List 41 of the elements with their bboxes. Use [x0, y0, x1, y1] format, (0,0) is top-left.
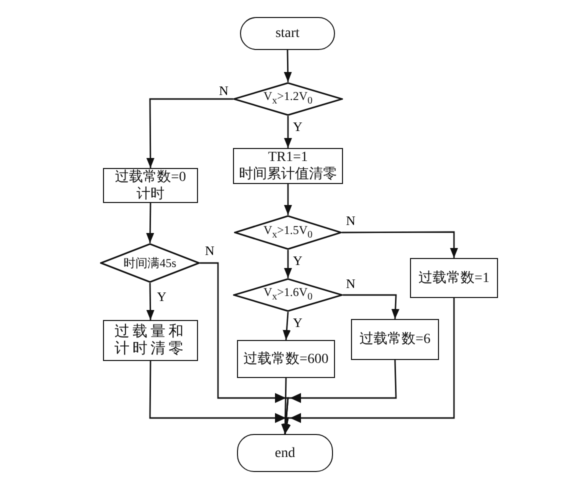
decision-diamond [233, 278, 343, 312]
condition-text: V$_{x}$>1.6V$_{0}$ [263, 284, 313, 305]
arrow [282, 298, 455, 434]
process-box: 过载常数=600 [237, 340, 335, 378]
decision-diamond [234, 215, 342, 250]
arrow [146, 203, 154, 243]
arrow [282, 312, 291, 340]
edge-label: Y [292, 254, 304, 268]
arrow [284, 250, 292, 278]
edge-label: Y [292, 316, 304, 330]
box-text: 过载常数=0 [115, 168, 186, 186]
edge-label: Y [156, 290, 168, 304]
edge-label: N [345, 214, 356, 228]
arrow [281, 378, 290, 434]
box-text: 计时 [136, 186, 164, 202]
arrow [282, 360, 397, 434]
arrow [284, 116, 292, 148]
box-text: TR1=1 [268, 149, 308, 166]
edge-label: Y [292, 120, 304, 134]
edge-label: N [204, 244, 216, 258]
arrow [343, 294, 400, 320]
process-box: 过载常数=1 [410, 258, 498, 298]
condition-text: V$_{x}$>1.5V$_{0}$ [263, 222, 313, 242]
process-box: 过载量和计时清零 [103, 320, 198, 361]
process-box: 过载常数=6 [351, 319, 439, 360]
terminal-box: start [240, 17, 335, 50]
edge-label: N [218, 84, 230, 98]
arrow [284, 50, 292, 82]
process-box [103, 168, 198, 203]
edge-label: N [345, 277, 356, 291]
box-text: 时间累计值清零 [239, 166, 337, 183]
arrow [284, 184, 292, 215]
arrow [342, 231, 458, 258]
process-box [233, 148, 343, 184]
arrow [146, 283, 154, 320]
decision-diamond [100, 243, 200, 283]
condition-text: V$_{x}$>1.2V$_{0}$ [263, 88, 313, 109]
condition-text: 时间满45s [124, 254, 176, 272]
terminal-box: end [237, 434, 333, 472]
decision-diamond [233, 82, 343, 116]
arrow [146, 98, 233, 168]
